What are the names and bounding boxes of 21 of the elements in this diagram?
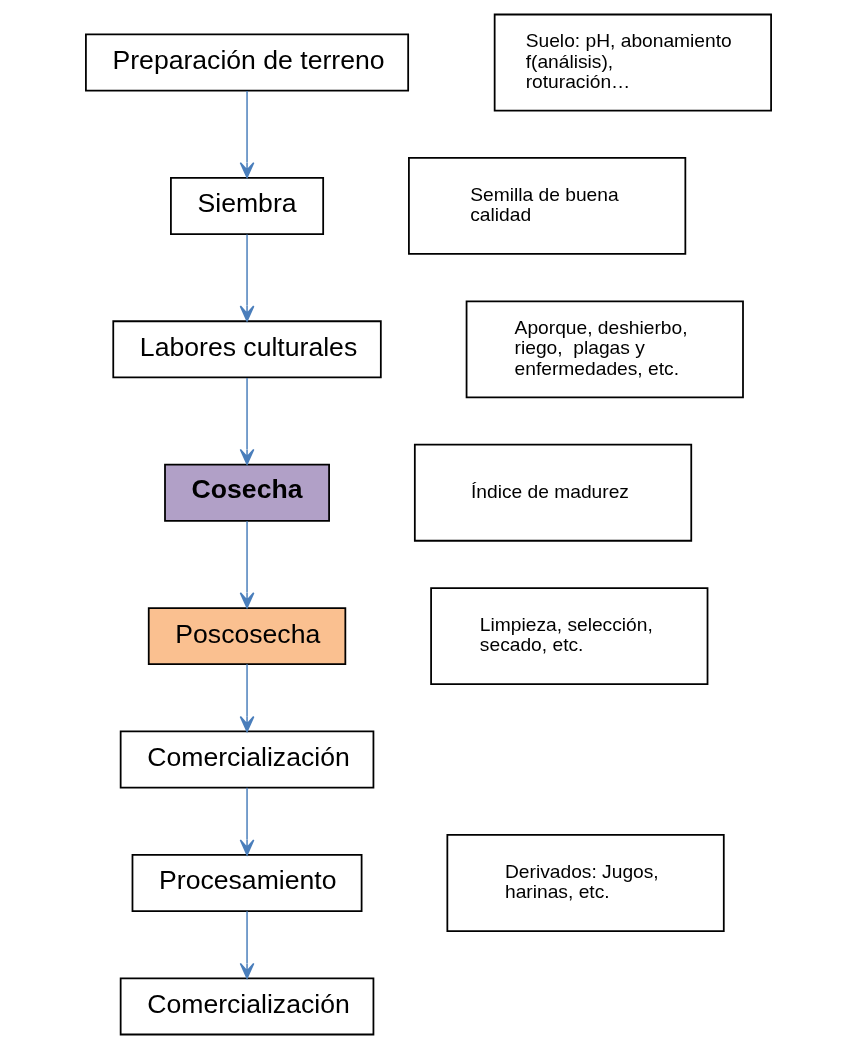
- arrow: [239, 233, 255, 322]
- arrow: [239, 520, 255, 609]
- node-box: Semilla de buena calidad: [408, 157, 687, 255]
- arrow: [239, 910, 255, 979]
- node-box: Índice de madurez: [413, 443, 693, 542]
- node-box: Procesamiento: [131, 854, 363, 912]
- node-box: Aporque, deshierbo, riego, plagas y enfermedades, etc.: [465, 300, 744, 399]
- arrow: [239, 787, 255, 856]
- node-box: Cosecha: [164, 463, 330, 522]
- arrow: [239, 90, 255, 179]
- node-box: Limpieza, selección, secado, etc.: [430, 587, 709, 686]
- node-box: Comercialización: [119, 730, 375, 789]
- node-box: Suelo: pH, abonamiento f(análisis), roturación…: [493, 13, 772, 112]
- node-box: Siembra: [170, 176, 325, 235]
- arrow: [239, 663, 255, 733]
- node-box: Poscosecha: [147, 607, 347, 666]
- node-box: Comercialización: [119, 977, 375, 1036]
- node-box: Labores culturales: [112, 320, 382, 379]
- node-box: Derivados: Jugos, harinas, etc.: [446, 834, 725, 932]
- node-box: Preparación de terreno: [85, 33, 410, 92]
- arrow: [239, 377, 255, 465]
